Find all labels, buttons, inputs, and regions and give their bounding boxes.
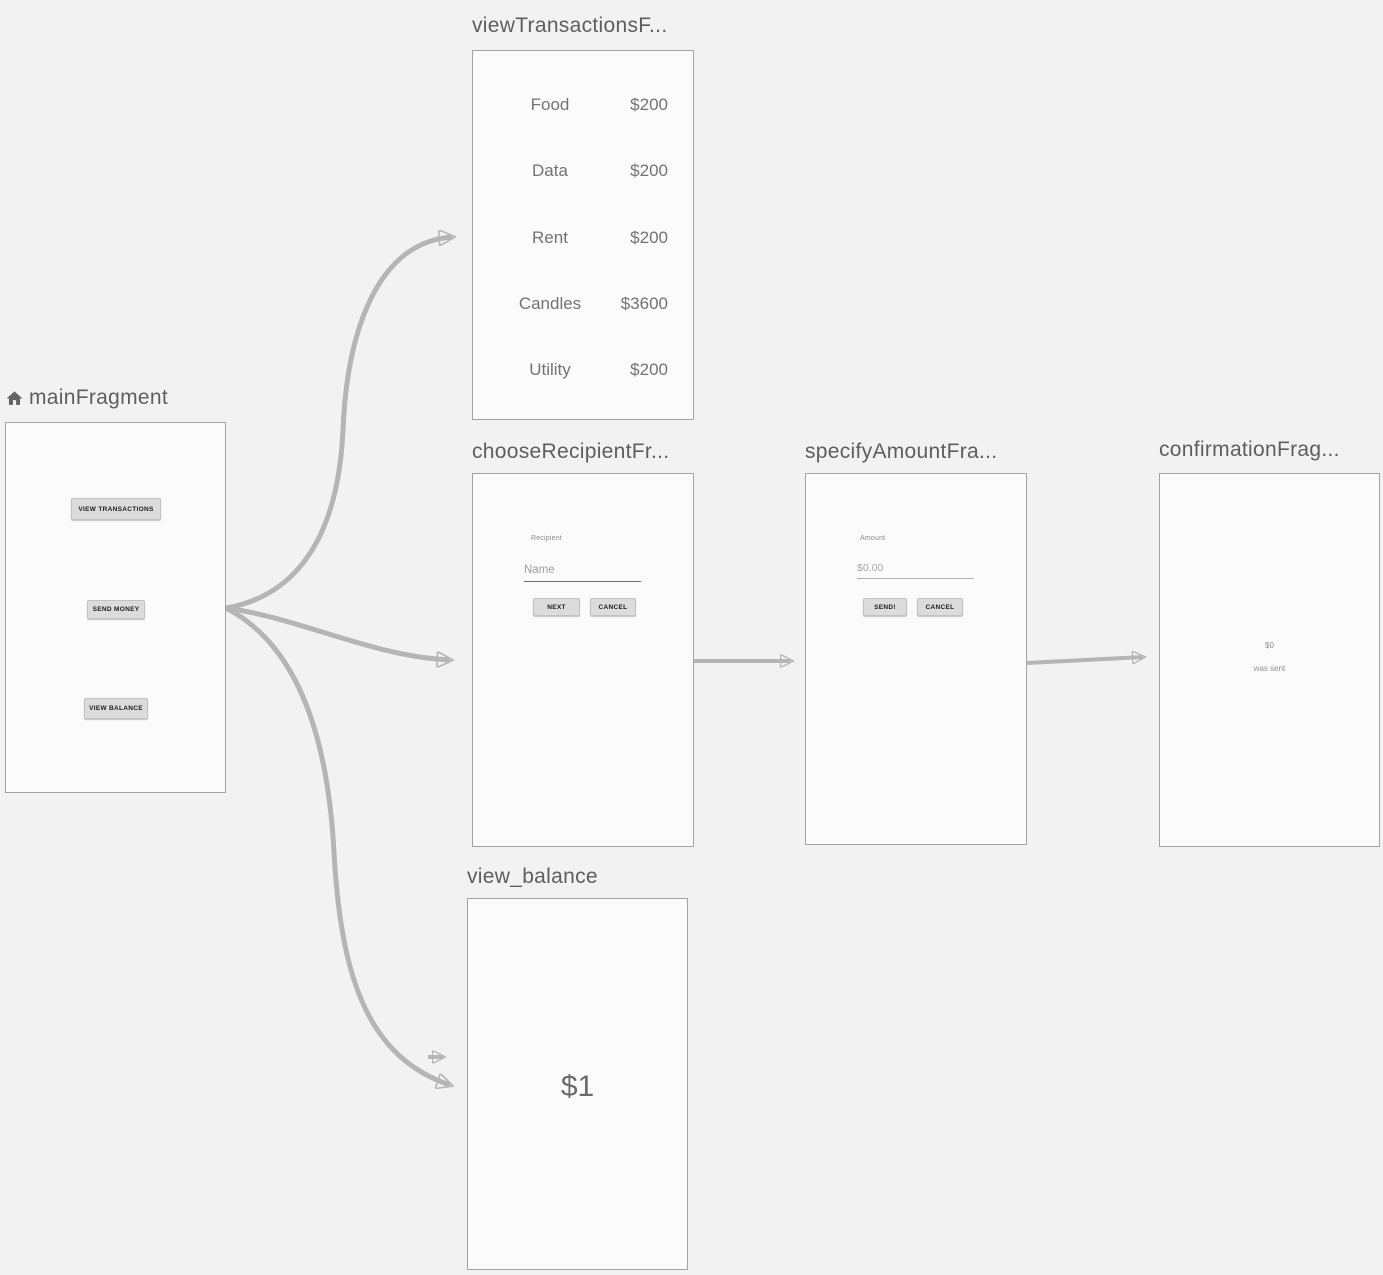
preview-button-label: VIEW BALANCE	[89, 705, 143, 712]
transaction-amount: $200	[630, 95, 668, 114]
node-header-main[interactable]: mainFragment	[5, 385, 226, 411]
fragment-preview-confirmation[interactable]: $0 was sent	[1159, 473, 1380, 847]
node-header-specify-amount[interactable]: specifyAmountFra...	[805, 439, 1027, 465]
node-header-confirmation[interactable]: confirmationFrag...	[1159, 437, 1380, 463]
node-title-view-balance: view_balance	[467, 865, 598, 888]
preview-amount-label: Amount	[860, 535, 886, 542]
node-view-balance[interactable]: view_balance $1	[467, 864, 688, 1270]
node-choose-recipient[interactable]: chooseRecipientFr... Recipient Name NEXT…	[472, 439, 694, 847]
action-arrow-main-to-view-balance[interactable]	[224, 605, 450, 1085]
action-arrow-main-to-choose-recipient[interactable]	[225, 605, 450, 660]
action-arrow-main-to-view-transactions[interactable]	[225, 237, 452, 611]
transaction-label: Candles	[518, 294, 582, 313]
node-title-view-transactions: viewTransactionsF...	[472, 14, 668, 37]
fragment-preview-view-transactions[interactable]: Food $200 Data $200 Rent $200 Candles $3…	[472, 50, 694, 420]
preview-button-label: SEND MONEY	[92, 606, 140, 613]
node-specify-amount[interactable]: specifyAmountFra... Amount $0.00 SEND! C…	[805, 439, 1027, 845]
preview-next-button: NEXT	[533, 598, 580, 616]
node-view-transactions[interactable]: viewTransactionsF... Food $200 Data $200…	[472, 13, 694, 420]
transaction-row: Utility $200	[495, 359, 668, 381]
fragment-preview-specify-amount[interactable]: Amount $0.00 SEND! CANCEL	[805, 473, 1027, 845]
node-title-main: mainFragment	[29, 386, 168, 409]
transaction-amount: $200	[630, 360, 668, 379]
preview-confirmation-amount: $0	[1265, 641, 1274, 650]
transaction-row: Food $200	[495, 94, 668, 116]
home-icon	[6, 390, 23, 405]
preview-cancel-button: CANCEL	[590, 598, 636, 616]
preview-cancel-button: CANCEL	[917, 598, 963, 616]
node-header-choose-recipient[interactable]: chooseRecipientFr...	[472, 439, 694, 465]
preview-amount-field: $0.00	[857, 562, 884, 574]
preview-view-transactions-button: VIEW TRANSACTIONS	[71, 498, 161, 520]
node-header-view-transactions[interactable]: viewTransactionsF...	[472, 13, 694, 39]
node-main-fragment[interactable]: mainFragment VIEW TRANSACTIONS SEND MONE…	[5, 385, 226, 793]
preview-confirmation-message: was sent	[1253, 664, 1286, 673]
transaction-amount: $200	[630, 228, 668, 247]
fragment-preview-main[interactable]: VIEW TRANSACTIONS SEND MONEY VIEW BALANC…	[5, 422, 226, 793]
transaction-row: Candles $3600	[495, 293, 668, 315]
preview-name-field-underline	[524, 581, 641, 582]
fragment-preview-choose-recipient[interactable]: Recipient Name NEXT CANCEL	[472, 473, 694, 847]
transaction-label: Rent	[532, 228, 568, 247]
transaction-row: Data $200	[495, 160, 668, 182]
preview-button-label: NEXT	[547, 603, 566, 611]
preview-send-money-button: SEND MONEY	[87, 600, 145, 619]
preview-button-label: CANCEL	[598, 603, 628, 611]
preview-recipient-label: Recipient	[531, 535, 562, 542]
transaction-label: Food	[530, 95, 570, 114]
action-arrow-specify-amount-to-confirmation[interactable]	[1026, 657, 1143, 665]
fragment-preview-view-balance[interactable]: $1	[467, 898, 688, 1270]
transaction-label: Data	[532, 161, 568, 180]
node-title-specify-amount: specifyAmountFra...	[805, 440, 998, 463]
node-header-view-balance[interactable]: view_balance	[467, 864, 688, 890]
transaction-amount: $3600	[620, 294, 668, 313]
node-title-choose-recipient: chooseRecipientFr...	[472, 440, 670, 463]
node-confirmation[interactable]: confirmationFrag... $0 was sent	[1159, 437, 1380, 847]
preview-balance-value: $1	[560, 1070, 595, 1103]
preview-button-label: SEND!	[874, 603, 896, 611]
preview-button-label: VIEW TRANSACTIONS	[78, 505, 154, 513]
preview-send-button: SEND!	[863, 598, 907, 616]
preview-view-balance-button: VIEW BALANCE	[84, 698, 148, 719]
transaction-label: Utility	[529, 360, 571, 379]
preview-amount-field-underline	[857, 578, 974, 579]
preview-button-label: CANCEL	[925, 603, 955, 611]
preview-name-field: Name	[524, 564, 555, 576]
transaction-amount: $200	[630, 161, 668, 180]
node-title-confirmation: confirmationFrag...	[1159, 438, 1340, 461]
transaction-row: Rent $200	[495, 227, 668, 249]
